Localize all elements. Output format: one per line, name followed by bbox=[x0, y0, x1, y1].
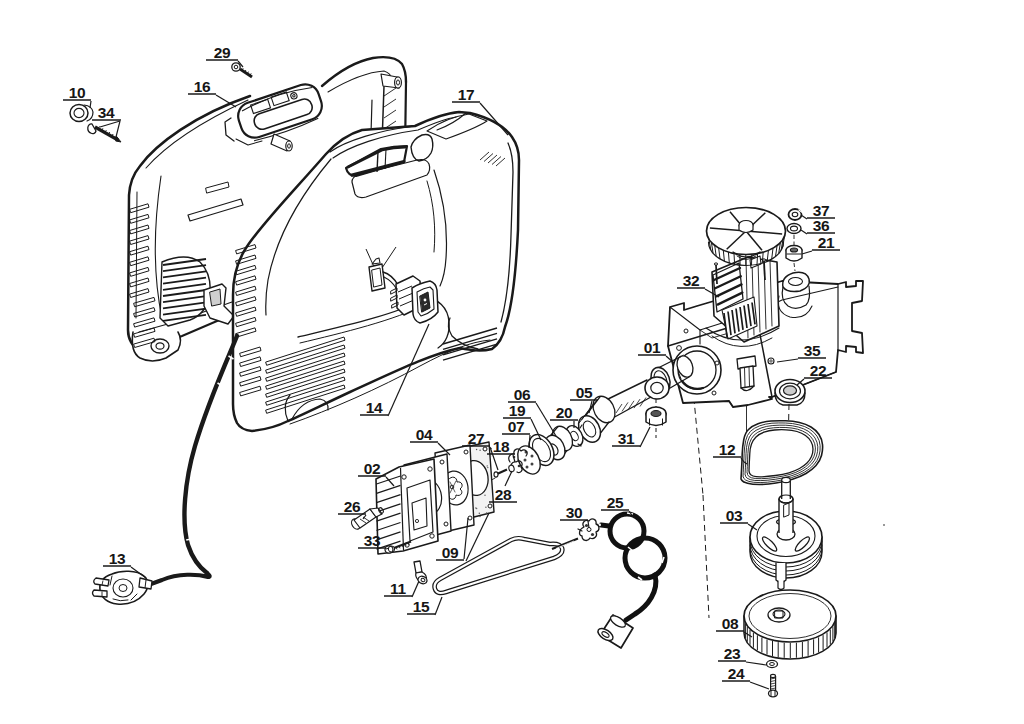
svg-text:05: 05 bbox=[576, 384, 593, 401]
svg-text:08: 08 bbox=[722, 615, 739, 632]
svg-text:04: 04 bbox=[416, 426, 433, 443]
svg-text:26: 26 bbox=[344, 498, 361, 515]
svg-text:10: 10 bbox=[69, 84, 86, 101]
svg-text:19: 19 bbox=[509, 402, 526, 419]
svg-text:22: 22 bbox=[810, 362, 827, 379]
svg-text:01: 01 bbox=[644, 339, 661, 356]
svg-text:29: 29 bbox=[214, 44, 231, 61]
svg-text:20: 20 bbox=[556, 404, 573, 421]
svg-text:34: 34 bbox=[98, 104, 115, 121]
svg-text:25: 25 bbox=[607, 494, 624, 511]
svg-text:30: 30 bbox=[566, 504, 583, 521]
svg-text:16: 16 bbox=[194, 78, 211, 95]
svg-text:18: 18 bbox=[493, 438, 510, 455]
svg-text:32: 32 bbox=[683, 272, 700, 289]
svg-text:36: 36 bbox=[813, 217, 830, 234]
svg-text:13: 13 bbox=[109, 550, 126, 567]
svg-text:28: 28 bbox=[495, 486, 512, 503]
svg-text:17: 17 bbox=[458, 86, 475, 103]
svg-text:03: 03 bbox=[726, 507, 743, 524]
svg-text:12: 12 bbox=[719, 441, 736, 458]
svg-text:21: 21 bbox=[818, 234, 835, 251]
svg-text:15: 15 bbox=[413, 598, 430, 615]
svg-text:09: 09 bbox=[442, 544, 459, 561]
svg-text:02: 02 bbox=[364, 460, 381, 477]
svg-text:07: 07 bbox=[508, 418, 525, 435]
svg-text:06: 06 bbox=[514, 386, 531, 403]
svg-text:23: 23 bbox=[724, 645, 741, 662]
svg-text:11: 11 bbox=[390, 580, 406, 597]
svg-text:24: 24 bbox=[728, 665, 745, 682]
svg-text:35: 35 bbox=[804, 342, 821, 359]
svg-text:33: 33 bbox=[364, 532, 381, 549]
svg-text:31: 31 bbox=[618, 430, 635, 447]
svg-text:27: 27 bbox=[468, 430, 485, 447]
svg-text:14: 14 bbox=[366, 399, 383, 416]
